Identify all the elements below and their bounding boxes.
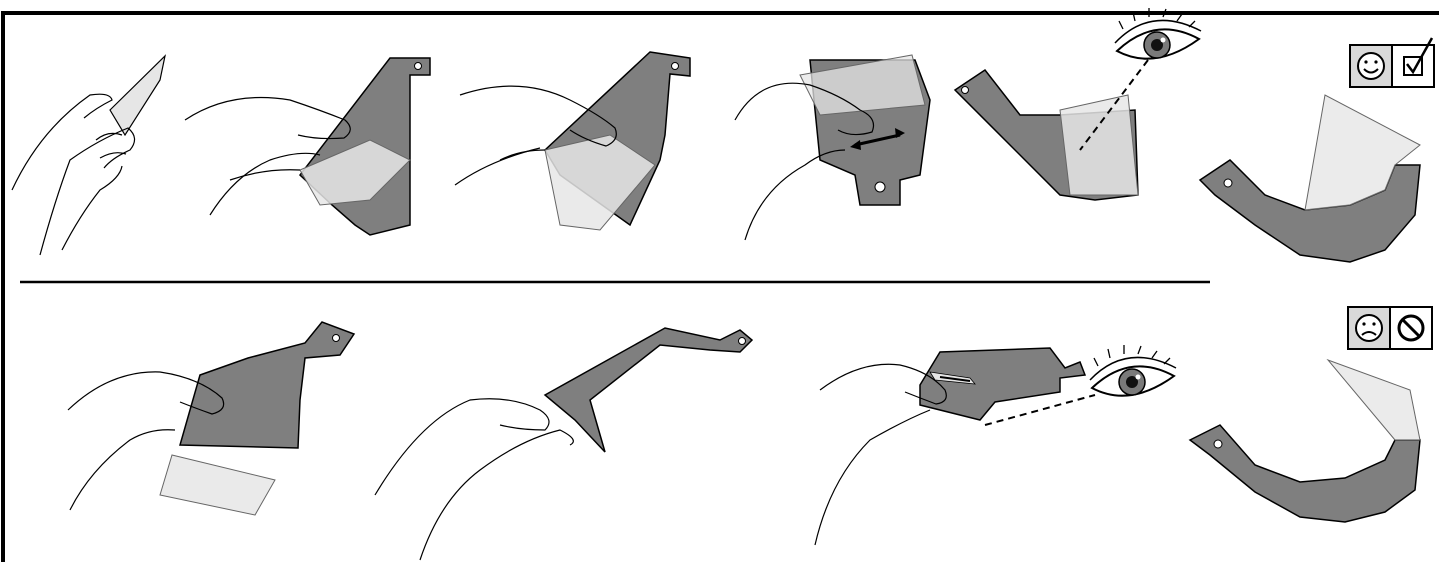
- step-visual-inspection: [955, 8, 1201, 200]
- step-grip-bracket-at-bend: [375, 328, 752, 560]
- step-visual-inspection-side: [815, 345, 1176, 545]
- step-hold-bracket-film-underneath: [68, 322, 354, 515]
- step-press-film-onto-bracket: [455, 52, 690, 230]
- result-correct: [1200, 38, 1434, 262]
- eye-icon: [1115, 8, 1201, 59]
- prohibited-icon: [1399, 316, 1423, 340]
- eye-icon: [1090, 345, 1176, 396]
- result-incorrect: [1190, 307, 1432, 522]
- step-apply-film-to-bracket: [185, 58, 430, 235]
- step-hold-adhesive-film: [12, 56, 165, 255]
- smiley-face-icon: [1358, 53, 1384, 79]
- step-slide-to-adjust-position: [735, 55, 930, 240]
- sad-face-icon: [1356, 315, 1382, 341]
